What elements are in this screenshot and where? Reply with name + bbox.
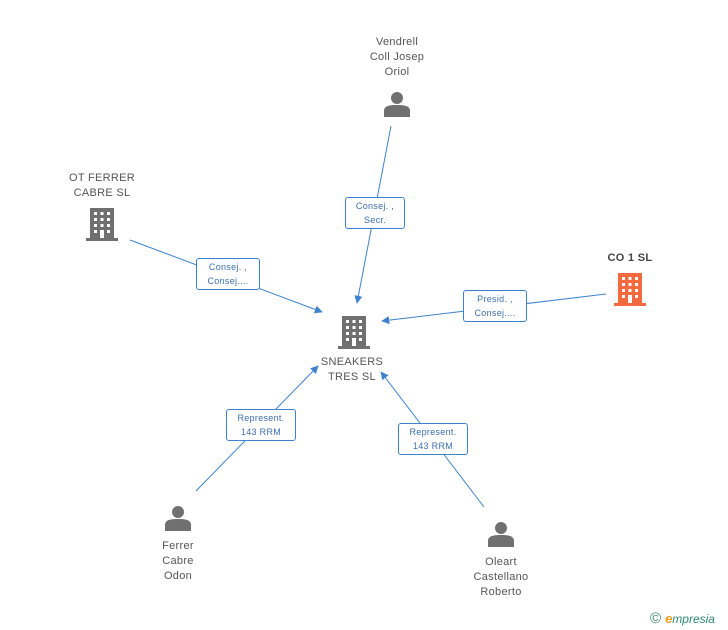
edge-label-otferrer[interactable]: Consej. , Consej.... xyxy=(196,258,260,290)
person-icon xyxy=(488,522,514,547)
node-label-co1[interactable]: CO 1 SL xyxy=(607,252,653,264)
node-label-vendrell[interactable]: Vendrell Coll Josep Oriol xyxy=(369,36,425,78)
person-icon xyxy=(165,506,191,531)
edge-label-vendrell[interactable]: Consej. , Secr. xyxy=(345,197,405,229)
copyright-symbol: © xyxy=(650,610,662,627)
edge-label-oleart[interactable]: Represent. 143 RRM xyxy=(398,423,468,455)
brand-e: e xyxy=(665,611,673,626)
person-icon xyxy=(384,92,410,117)
empresia-logo: ©empresia xyxy=(650,610,715,627)
edge-label-co1[interactable]: Presid. , Consej.... xyxy=(463,290,527,322)
building-icon xyxy=(338,316,370,349)
building-icon xyxy=(86,208,118,241)
node-label-oleart[interactable]: Oleart Castellano Roberto xyxy=(473,556,529,598)
node-label-ferrer[interactable]: Ferrer Cabre Odon xyxy=(162,540,194,582)
node-label-otferrer[interactable]: OT FERRER CABRE SL xyxy=(68,172,136,199)
brand-name: mpresia xyxy=(672,612,715,626)
edge-label-ferrer[interactable]: Represent. 143 RRM xyxy=(226,409,296,441)
node-label-center[interactable]: SNEAKERS TRES SL xyxy=(320,356,384,383)
building-icon-highlight xyxy=(614,273,646,306)
